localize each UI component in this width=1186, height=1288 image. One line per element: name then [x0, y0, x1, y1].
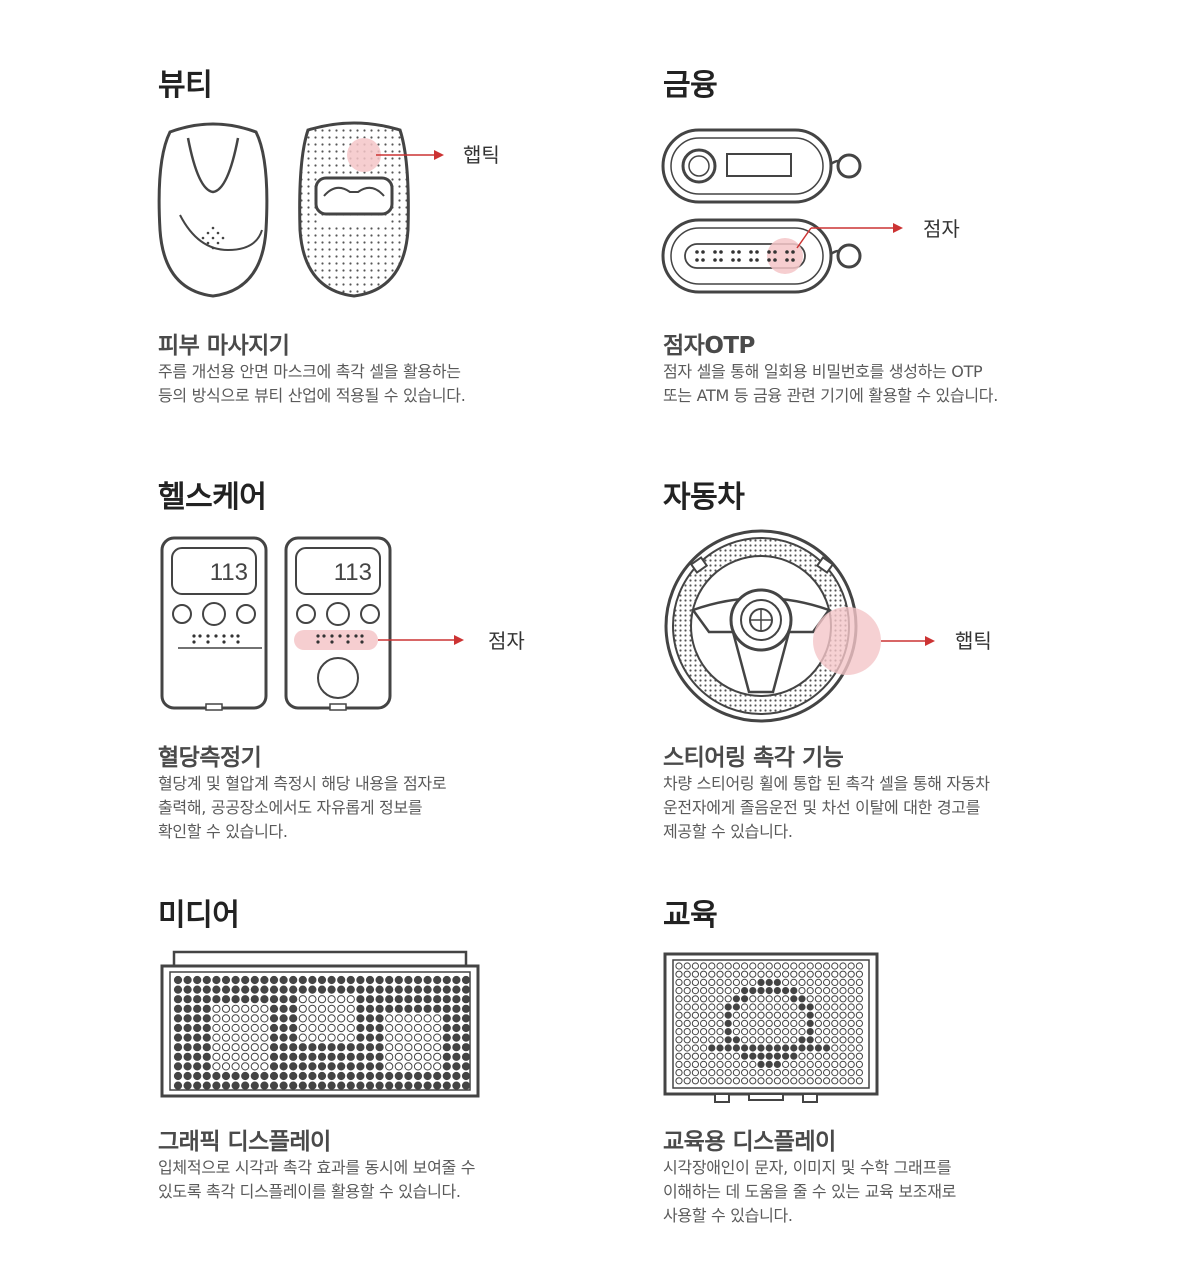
- glucose-reading: 113: [334, 559, 372, 586]
- product-description: 점자 셀을 통해 일회용 비밀번호를 생성하는 OTP 또는 ATM 등 금융 …: [663, 360, 998, 408]
- braille-callout-arrow: [378, 635, 464, 645]
- otp-device-top: [661, 128, 862, 204]
- steering-wheel: [664, 529, 858, 723]
- description-line: 이해하는 데 도움을 줄 수 있는 교육 보조재로: [663, 1182, 957, 1201]
- category-title: 미디어: [158, 898, 240, 933]
- graphic-display-illustration: [158, 950, 482, 1100]
- product-title: 점자OTP: [663, 333, 755, 359]
- category-title: 뷰티: [158, 68, 213, 103]
- category-title: 자동차: [663, 480, 745, 515]
- steering-wheel-illustration: 햅틱: [663, 528, 1003, 723]
- description-line: 입체적으로 시각과 촉각 효과를 동시에 보여줄 수: [158, 1158, 476, 1177]
- braille-callout-arrow: [796, 223, 903, 249]
- mask-back: [298, 121, 410, 298]
- description-line: 혈당계 및 혈압계 측정시 해당 내용을 점자로: [158, 774, 447, 793]
- product-description: 차량 스티어링 휠에 통합 된 촉각 셀을 통해 자동차 운전자에게 졸음운전 …: [663, 772, 990, 844]
- description-line: 확인할 수 있습니다.: [158, 822, 288, 841]
- callout-label: 햅틱: [955, 629, 992, 653]
- mask-front-speaker: [201, 226, 225, 250]
- product-title: 피부 마사지기: [158, 333, 290, 359]
- braille-highlight: [767, 238, 803, 274]
- braille-dots: [695, 250, 795, 262]
- braille-highlight: [294, 630, 378, 650]
- product-title: 스티어링 촉각 기능: [663, 745, 844, 771]
- description-line: 사용할 수 있습니다.: [663, 1206, 793, 1225]
- description-line: 있도록 촉각 디스플레이를 활용할 수 있습니다.: [158, 1182, 461, 1201]
- education-display-illustration: [663, 952, 883, 1104]
- pin-grid: [675, 962, 863, 1085]
- product-description: 입체적으로 시각과 촉각 효과를 동시에 보여줄 수 있도록 촉각 디스플레이를…: [158, 1156, 475, 1204]
- description-line: 점자 셀을 통해 일회용 비밀번호를 생성하는 OTP: [663, 362, 983, 381]
- braille-otp-illustration: 점자: [661, 128, 993, 298]
- description-line: 시각장애인이 문자, 이미지 및 수학 그래프를: [663, 1158, 952, 1177]
- category-title: 헬스케어: [158, 480, 267, 515]
- category-title: 교육: [663, 898, 718, 933]
- haptic-callout-arrow: [376, 150, 444, 160]
- description-line: 운전자에게 졸음운전 및 차선 이탈에 대한 경고를: [663, 798, 981, 817]
- description-line: 제공할 수 있습니다.: [663, 822, 793, 841]
- description-line: 출력해, 공공장소에서도 자유롭게 정보를: [158, 798, 423, 817]
- pin-grid: [173, 975, 471, 1090]
- glucose-meter-illustration: 113 113 점자: [158, 536, 538, 712]
- description-line: 등의 방식으로 뷰티 산업에 적용될 수 있습니다.: [158, 386, 466, 405]
- category-title: 금융: [663, 68, 718, 103]
- glucose-meter-right: [284, 536, 392, 711]
- product-description: 시각장애인이 문자, 이미지 및 수학 그래프를 이해하는 데 도움을 줄 수 …: [663, 1156, 956, 1228]
- haptic-highlight: [813, 607, 881, 675]
- otp-device-bottom: [661, 218, 862, 294]
- haptic-callout-arrow: [881, 636, 935, 646]
- glucose-reading: 113: [210, 559, 248, 586]
- product-title: 교육용 디스플레이: [663, 1129, 836, 1155]
- callout-label: 점자: [923, 217, 960, 241]
- callout-label: 햅틱: [463, 143, 500, 167]
- product-title: 그래픽 디스플레이: [158, 1129, 331, 1155]
- product-description: 혈당계 및 혈압계 측정시 해당 내용을 점자로 출력해, 공공장소에서도 자유…: [158, 772, 447, 844]
- product-title: 혈당측정기: [158, 745, 262, 771]
- callout-label: 점자: [488, 629, 525, 653]
- mask-front: [157, 122, 269, 298]
- glucose-meter-left: [160, 536, 268, 711]
- product-description: 주름 개선용 안면 마스크에 촉각 셀을 활용하는 등의 방식으로 뷰티 산업에…: [158, 360, 466, 408]
- skin-massager-illustration: 햅틱: [157, 120, 518, 300]
- description-line: 차량 스티어링 휠에 통합 된 촉각 셀을 통해 자동차: [663, 774, 990, 793]
- braille-dots: [192, 634, 364, 644]
- description-line: 또는 ATM 등 금융 관련 기기에 활용할 수 있습니다.: [663, 386, 999, 405]
- description-line: 주름 개선용 안면 마스크에 촉각 셀을 활용하는: [158, 362, 461, 381]
